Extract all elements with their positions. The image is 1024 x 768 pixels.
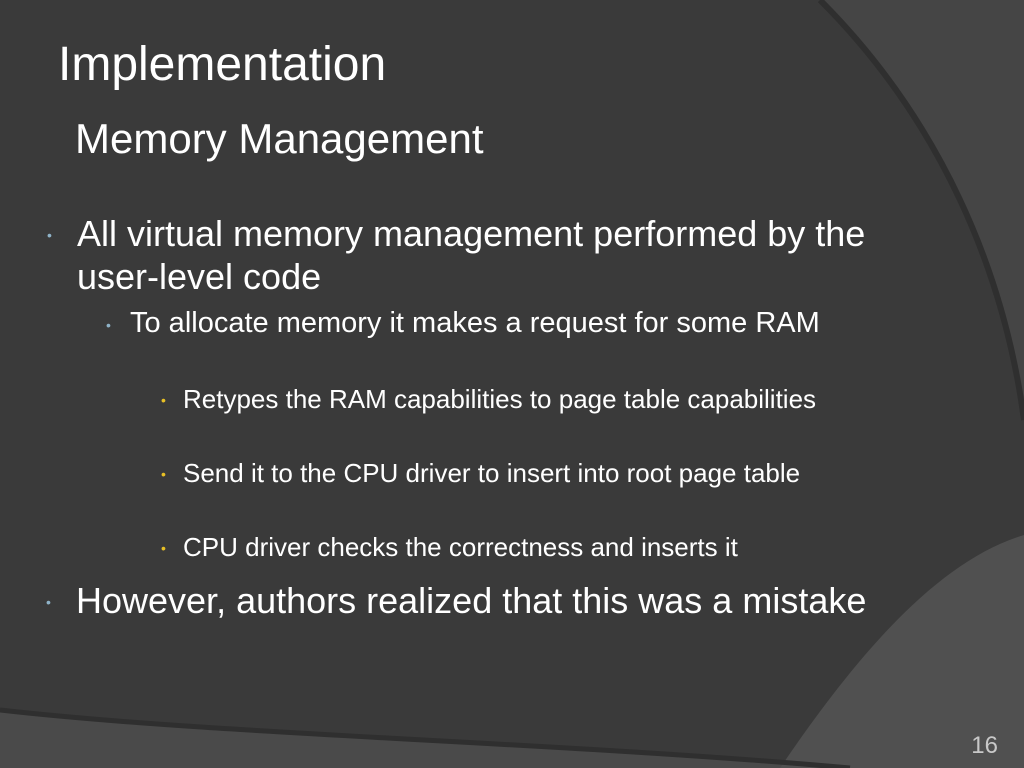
- bullet-item-level-2: • To allocate memory it makes a request …: [106, 306, 930, 340]
- bullet-item-level-3: • Send it to the CPU driver to insert in…: [161, 455, 923, 491]
- bullet-item-level-1: • However, authors realized that this wa…: [46, 579, 876, 622]
- bullet-dot-icon: •: [106, 317, 111, 333]
- lower-right-arc: [780, 535, 1024, 768]
- page-number: 16: [971, 732, 998, 759]
- bullet-text: Retypes the RAM capabilities to page tab…: [183, 384, 817, 414]
- bullet-text: To allocate memory it makes a request fo…: [130, 307, 820, 339]
- upper-right-arc-edge: [817, 0, 1024, 421]
- bullet-item-level-3: • CPU driver checks the correctness and …: [161, 529, 943, 565]
- bullet-dot-icon: •: [46, 594, 51, 610]
- bullet-text: Send it to the CPU driver to insert into…: [183, 458, 801, 488]
- bullet-text: However, authors realized that this was …: [76, 580, 867, 621]
- bullet-dot-icon: •: [161, 466, 166, 482]
- slide-title: Implementation: [58, 38, 387, 91]
- bullet-dot-icon: •: [161, 540, 166, 556]
- bullet-text: CPU driver checks the correctness and in…: [183, 532, 738, 562]
- upper-right-arc: [820, 0, 1024, 420]
- slide-subtitle: Memory Management: [75, 115, 484, 162]
- bottom-arc-edge: [0, 707, 851, 768]
- bullet-item-level-3: • Retypes the RAM capabilities to page t…: [161, 381, 873, 417]
- bullet-text: All virtual memory management performed …: [77, 213, 866, 297]
- bullet-item-level-1: • All virtual memory management performe…: [47, 212, 957, 298]
- bullet-dot-icon: •: [161, 392, 166, 408]
- bullet-dot-icon: •: [47, 227, 52, 243]
